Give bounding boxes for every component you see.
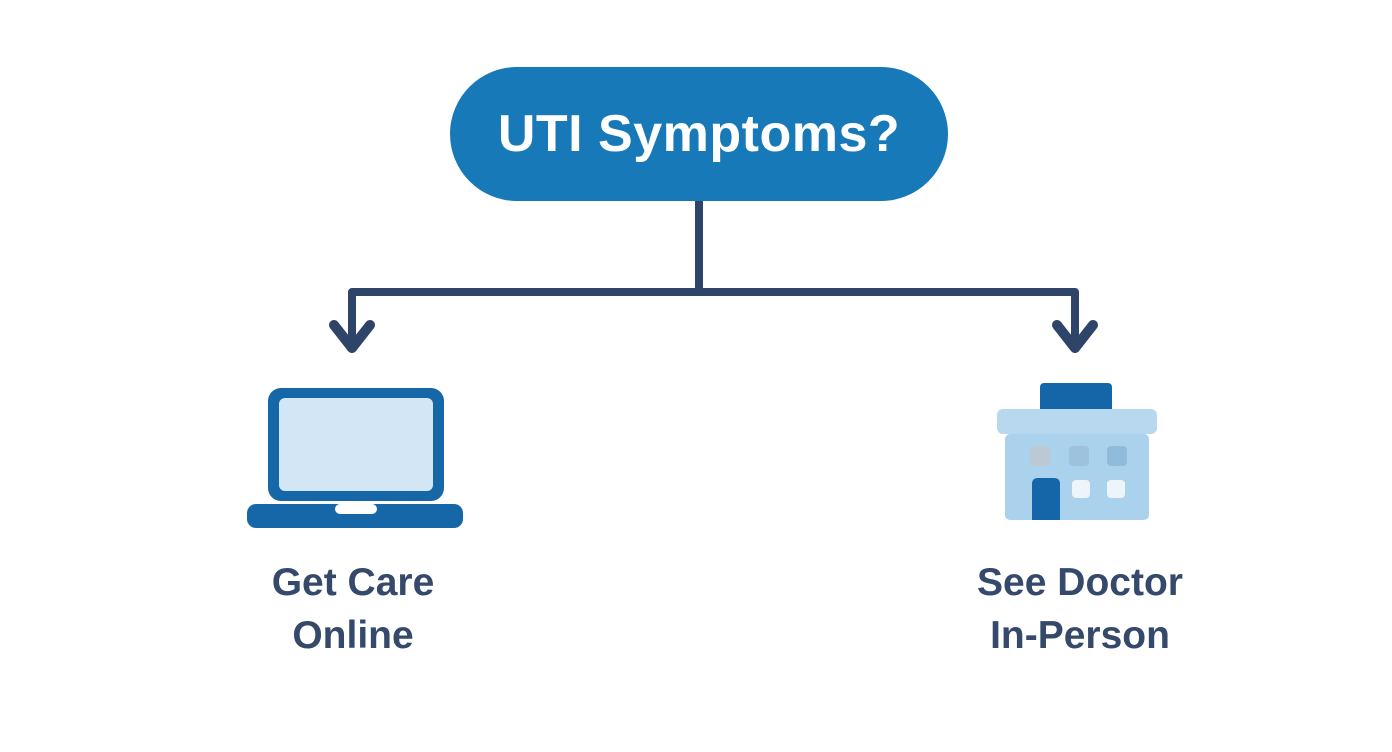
arrowhead-right-icon (1052, 320, 1098, 353)
laptop-screen (279, 398, 433, 491)
laptop-base (247, 504, 463, 528)
hospital-door (1032, 478, 1060, 520)
hospital-window-icon (1030, 446, 1050, 466)
hospital-window-icon (1107, 480, 1125, 498)
arrowhead-left-icon (329, 320, 375, 353)
hospital-sign-block (1040, 383, 1112, 415)
hospital-window-icon (1069, 446, 1089, 466)
decision-node-label: UTI Symptoms? (497, 105, 901, 163)
hospital-icon (997, 383, 1157, 520)
connector-branch-bar (348, 288, 1079, 340)
branch-label-get-care-online: Get Care Online (271, 561, 435, 657)
laptop-icon (247, 388, 463, 528)
hospital-window-icon (1107, 446, 1127, 466)
hospital-roof (997, 409, 1157, 434)
hospital-window-icon (1072, 480, 1090, 498)
branch-label-see-doctor-in-person: See Doctor In-Person (977, 561, 1183, 657)
laptop-base-notch (335, 504, 377, 514)
decision-node-uti-symptoms: UTI Symptoms? (450, 67, 948, 201)
